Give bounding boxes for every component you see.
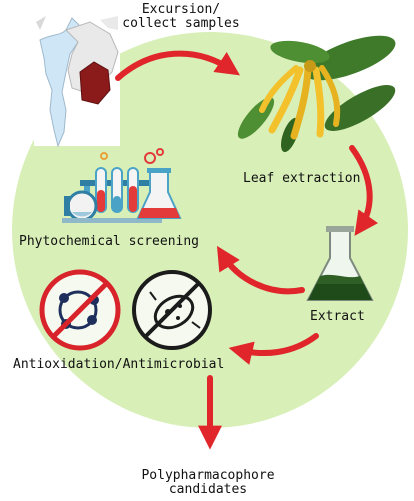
- no-microbe-icon: [132, 270, 212, 350]
- map-icon: [34, 13, 120, 148]
- label-antioxidation-antimicrobial: Antioxidation/Antimicrobial: [13, 357, 225, 372]
- arrow-map-to-flower: [115, 50, 240, 81]
- label-polypharmacophore-line1: Polypharmacophore: [141, 468, 275, 483]
- lab-glassware-icon: [62, 148, 182, 223]
- label-excursion-line1: Excursion/: [141, 2, 221, 17]
- label-phytochemical-screening: Phytochemical screening: [19, 234, 200, 249]
- label-polypharmacophore-line2: candidates: [168, 482, 248, 497]
- label-excursion-line2: collect samples: [122, 16, 240, 31]
- label-excursion: Excursion/ collect samples: [115, 3, 247, 31]
- arrows: [115, 50, 379, 450]
- label-leaf-extraction: Leaf extraction: [243, 171, 361, 186]
- arrow-flower-to-extract: [349, 145, 379, 236]
- ylang-flower-icon: [237, 35, 396, 153]
- arrow-extract-to-bioassay: [228, 333, 319, 365]
- label-polypharmacophore-candidates: Polypharmacophore candidates: [128, 469, 288, 497]
- no-free-radical-icon: [39, 269, 121, 351]
- arrow-extract-to-screening: [216, 245, 305, 295]
- label-extract: Extract: [310, 309, 365, 324]
- flask-extract-icon: [306, 226, 374, 301]
